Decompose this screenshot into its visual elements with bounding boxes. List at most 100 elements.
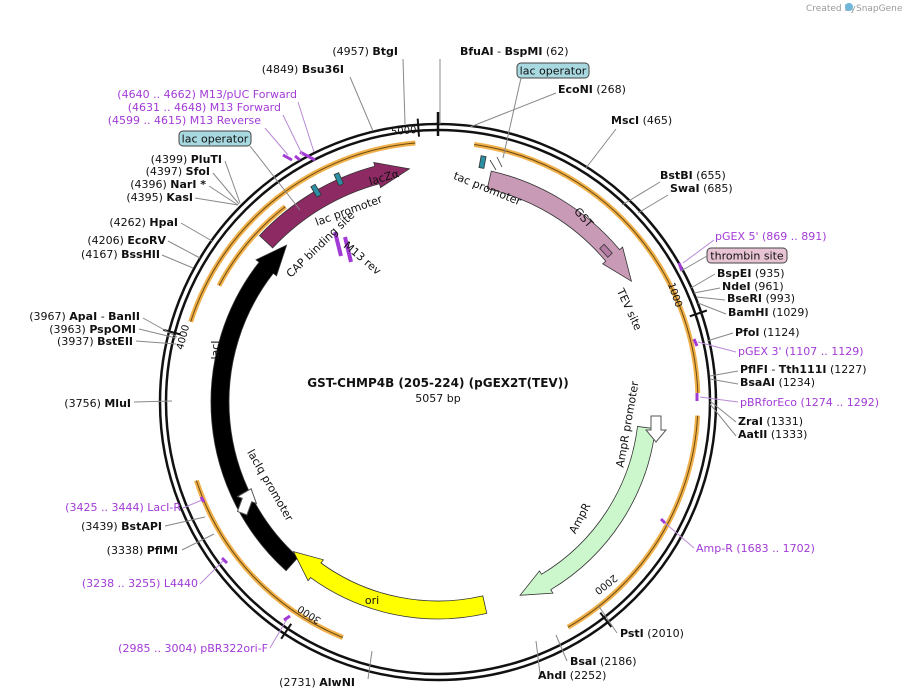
site-label: (4849) Bsu36I [262,63,344,76]
watermark: Created by SnapGene [806,3,903,14]
site-ahdi: AhdI (2252) [535,640,606,682]
site-pflmi: (3338) PflMI [107,533,215,557]
site-label: BstBI (655) [660,169,726,182]
primer-pbr322ori: (2985 .. 3004) pBR322ori-F [118,614,291,655]
primer-mark [659,517,667,525]
site-label: BspEI (935) [717,267,785,280]
site-label: (3937) BstEII [57,335,133,348]
site-label: BfuAI - BspMI (62) [460,45,569,58]
site-label: BseRI (993) [727,292,795,305]
tev-site-label: TEV site [613,286,644,333]
site-nari: (4396) NarI * [130,178,239,206]
primer-l4440: (3238 .. 3255) L4440 [82,556,229,590]
primer-leader-line [199,559,225,585]
feature-arrows [210,161,668,620]
tick-mark [280,623,293,640]
primers: (4640 .. 4662) M13/pUC Forward(4631 .. 4… [65,88,879,655]
snapgene-logo-icon [845,3,853,11]
site-leader-line [402,58,406,125]
site-alwni: (2731) AlwNI [279,650,373,689]
site-leader-line [585,128,617,169]
site-hpai: (4262) HpaI [109,216,213,242]
site-leader-line [690,273,716,289]
site-ecorv: (4206) EcoRV [87,234,201,259]
site-label: AatII (1333) [738,428,807,441]
orange-arc [566,415,701,630]
primer-leader-line [682,239,715,264]
site-leader-line [709,370,739,377]
orange-arc-line [218,206,286,286]
site-label: (2731) AlwNI [279,676,355,689]
laciq-promoter-arrow [236,487,258,516]
site-label: BsaI (2186) [570,655,637,668]
site-bsteii: (3937) BstEII [57,335,177,348]
primer-leader-line [282,114,304,157]
site-label: BsaAI (1234) [740,376,815,389]
site-label: (4397) SfoI [146,165,210,178]
site-pfoi: PfoI (1124) [706,326,800,342]
site-zrai: ZraI (1331) [709,400,803,428]
site-aatii: AatII (1333) [709,403,807,441]
site-label: BamHI (1029) [728,306,809,319]
site-leader-line [161,254,194,269]
site-bsshii: (4167) BssHII [81,248,194,269]
primer-pgex5: pGEX 5' (869 .. 891) [677,230,827,272]
primer-label: (4631 .. 4648) M13 Forward [128,101,281,114]
site-leader-line [224,160,241,204]
site-btgi: (4957) BtgI [332,45,406,125]
site-label: (4957) BtgI [332,45,398,58]
primer-label: (4640 .. 4662) M13/pUC Forward [117,88,297,101]
site-leader-line [696,296,726,301]
primer-mark [220,556,229,565]
primer-label: (2985 .. 3004) pBR322ori-F [118,642,268,655]
primer-m13puc: (4640 .. 4662) M13/pUC Forward [117,88,316,162]
orange-arc-line [195,480,343,638]
cap-site-box [310,183,322,198]
site-pspomi: (3963) PspOMI [49,323,177,339]
tick-label: 5000 [391,125,417,138]
site-leader-line [555,634,568,662]
site-label: SwaI (685) [670,182,733,195]
site-leader-line [164,516,206,527]
primer-m13fwd: (4631 .. 4648) M13 Forward [128,101,304,162]
primer-lacir: (3425 .. 3444) LacI-R [65,496,206,514]
tick-mark [416,118,420,137]
orange-arc-line [190,142,416,322]
lac-operator-top-label-text: lac operator [520,65,587,78]
ori-arrow [292,550,488,620]
lac-operator-left-label-text: lac operator [182,133,249,146]
site-bsu36i: (4849) Bsu36I [262,63,374,132]
site-label: (3439) BstAPI [81,520,162,533]
site-bamhi: BamHI (1029) [697,302,809,319]
m13-rev-bar [333,231,343,257]
site-label: (3338) PflMI [107,544,178,557]
site-msci: MscI (465) [585,114,672,169]
site-leader-line [135,340,177,345]
primer-binding-arcs [188,140,701,640]
primer-leader-line [699,396,739,403]
m13-rev-label: M13 rev [341,239,384,278]
site-label: EcoNI (268) [558,83,626,96]
primer-mark [299,150,316,162]
small-features [310,155,613,263]
site-label: (4206) EcoRV [87,234,166,247]
lac-operator-left-label-box [178,130,252,147]
site-leader-line [693,287,721,294]
lac-operator-top-label: lac operator [516,62,590,79]
site-label: (4167) BssHII [81,248,160,261]
tick-mark [599,612,613,628]
primer-leader-line [664,522,695,549]
site-leader-line [709,403,737,437]
primer-leader-line [297,101,315,153]
site-econi: EcoNI (268) [469,83,626,128]
site-bfuai: BfuAI - BspMI (62) [439,45,569,124]
primer-pgex3: pGEX 3' (1107 .. 1129) [692,338,864,358]
site-pluti: (4399) PluTI [151,153,241,204]
ampr-label: AmpR [566,500,593,535]
site-label: (4396) NarI * [130,178,206,191]
site-label: (4399) PluTI [151,153,222,166]
site-mlui: (3756) MluI [64,397,173,410]
primer-mark [677,262,684,272]
site-bstapi: (3439) BstAPI [81,516,206,533]
